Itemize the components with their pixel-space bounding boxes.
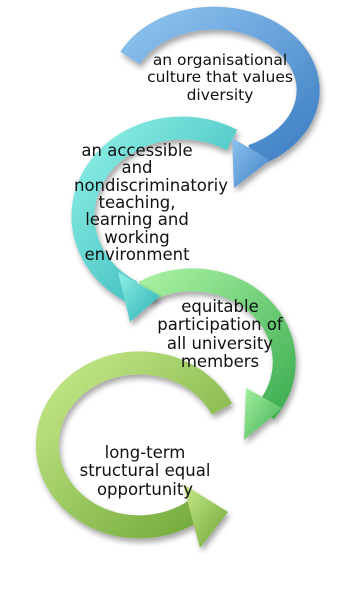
loop-arrow-3	[138, 268, 296, 440]
loop-label-4: long-term structural equal opportunity	[79, 443, 211, 499]
loop-arrow-1	[120, 6, 320, 188]
loop-label-1: an organisational culture that values di…	[147, 51, 293, 104]
loop-arrow-2	[71, 116, 238, 322]
loop-arrow-4	[35, 351, 233, 548]
loop-label-2: an accessible and nondiscriminatoriy tea…	[74, 141, 229, 264]
loop-label-3: equitable participation of all universit…	[157, 297, 283, 372]
